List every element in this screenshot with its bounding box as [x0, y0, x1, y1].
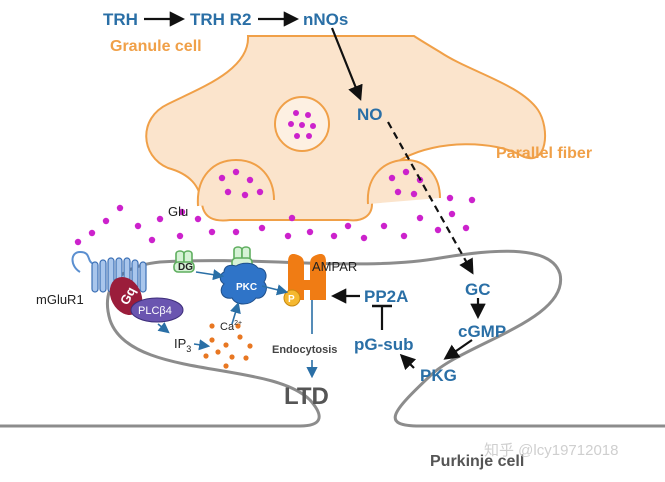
vesicle-bulge-right — [366, 158, 441, 205]
pkg-label: PKG — [420, 366, 457, 385]
ltd-label: LTD — [284, 383, 329, 410]
trh-label: TRH — [103, 10, 138, 29]
dg-label: DG — [178, 262, 193, 273]
mglur1-label: mGluR1 — [36, 292, 84, 307]
trh-r2-label: TRH R2 — [190, 10, 251, 29]
pathway-arrows — [144, 11, 486, 379]
plc-label: PLCβ4 — [138, 305, 172, 317]
pkc-label: PKC — [236, 282, 257, 293]
glutamate-molecules — [74, 194, 476, 246]
nnos-label: nNOs — [303, 10, 348, 29]
pkc-enzyme — [219, 262, 267, 305]
ampar-label: AMPAR — [312, 259, 357, 274]
bulge-vesicles — [218, 168, 424, 199]
parallel-fiber-label: Parallel fiber — [496, 145, 592, 162]
pg-sub-label: pG-sub — [354, 335, 414, 354]
watermark: 知乎 @lcy19712018 — [484, 442, 618, 459]
pp2a-label: PP2A — [364, 287, 408, 306]
plc-beta4 — [130, 297, 184, 323]
vesicle-bulge-left — [196, 158, 275, 207]
calcium-ions — [203, 323, 253, 369]
calcium-label: Ca2+ — [220, 320, 242, 333]
granule-cell-label: Granule cell — [110, 38, 202, 55]
glu-label: Glu — [168, 204, 188, 219]
ip3-label: IP3 — [174, 336, 191, 354]
ampar-receptor — [288, 254, 326, 300]
cgmp-label: cGMP — [458, 322, 506, 341]
no-label: NO — [357, 105, 383, 124]
dg-lipid — [173, 250, 195, 273]
purkinje-cell-label: Purkinje cell — [430, 453, 524, 470]
phospho-label: P — [288, 294, 295, 305]
gc-label: GC — [465, 280, 491, 299]
large-vesicle-contents — [288, 110, 316, 139]
endocytosis-label: Endocytosis — [272, 344, 337, 356]
